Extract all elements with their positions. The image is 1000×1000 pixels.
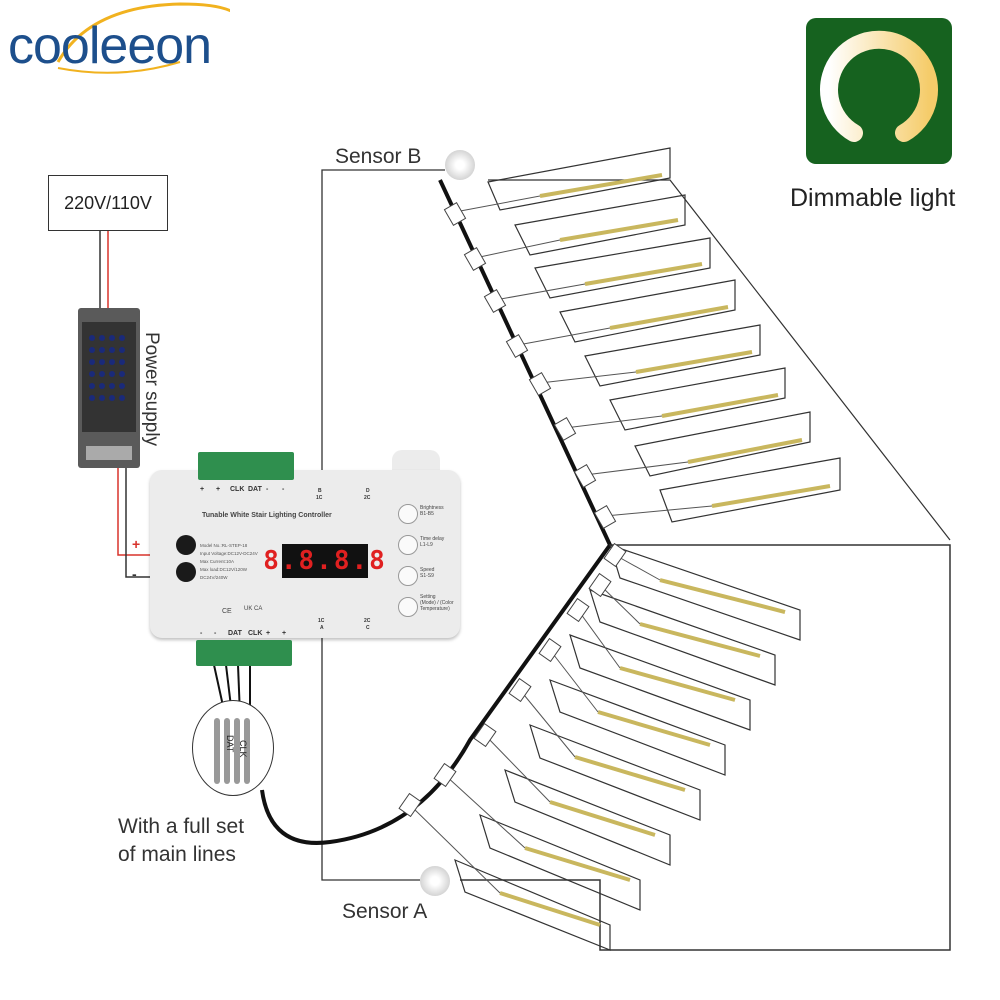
time-delay-button[interactable]	[398, 535, 418, 555]
sensor-a-icon	[420, 866, 450, 896]
minus-sign: -	[132, 566, 137, 582]
button-sub: B1-B5	[420, 511, 434, 517]
sensor-b-label: Sensor B	[335, 145, 422, 168]
port-label-1c: 1C	[316, 495, 323, 501]
button-label: Setting	[420, 594, 436, 600]
logo-swoosh	[56, 2, 230, 74]
time-delay-button-label: Time delay L1-L9	[420, 536, 444, 548]
wire-label-dat: DAT	[225, 735, 235, 753]
bottom-terminal-label-5: +	[266, 630, 271, 637]
port-label-2c: 2C	[364, 495, 371, 501]
bottom-port-label-c: C	[366, 625, 370, 631]
button-sub: (Mode) / (Color Temperature)	[420, 600, 454, 612]
button-label: Brightness	[420, 505, 444, 511]
setting-button[interactable]	[398, 597, 418, 617]
button-sub: L1-L9	[420, 542, 433, 548]
controller-specs: Model No.:RL-STEP-18 Input Voltage:DC12V…	[200, 542, 258, 582]
plus-sign: +	[132, 536, 141, 552]
spec-line: Input Voltage:DC12V-DC24V	[200, 551, 258, 556]
button-label: Time delay	[420, 536, 445, 542]
wire-bundle-callout	[192, 700, 274, 796]
speed-button-label: Speed S1-S9	[420, 567, 434, 579]
ac-input-box: 220V/110V	[48, 175, 168, 231]
mainlines-label-2: of main lines	[118, 843, 236, 866]
power-supply-unit	[78, 308, 140, 468]
sensor-b-icon	[445, 150, 475, 180]
bottom-terminal-label-4: CLK	[248, 630, 263, 637]
top-terminal-label-6: -	[282, 486, 285, 493]
spec-line: Max Current:10A	[200, 559, 235, 564]
bottom-port-label-a: A	[320, 625, 324, 631]
brightness-button[interactable]	[398, 504, 418, 524]
bottom-terminal-label-1: -	[200, 630, 203, 637]
ukca-mark: UK CA	[244, 606, 263, 612]
ce-mark: CE	[222, 608, 232, 615]
dimmable-light-icon	[806, 18, 952, 164]
spec-line: Max load:DC12V/120W	[200, 567, 248, 572]
button-sub: S1-S9	[420, 573, 434, 579]
speed-button[interactable]	[398, 566, 418, 586]
setting-button-label: Setting (Mode) / (Color Temperature)	[420, 594, 462, 612]
button-label: Speed	[420, 567, 435, 573]
mainlines-label-1: With a full set	[118, 815, 245, 838]
wire-label-clk: CLK	[238, 740, 248, 758]
mode-knob[interactable]	[176, 562, 196, 582]
bottom-terminal-label-2: -	[214, 630, 217, 637]
bottom-terminal-label-6: +	[282, 630, 287, 637]
power-supply-label: Power supply	[141, 332, 162, 447]
spec-line: Model No.:RL-STEP-18	[200, 543, 248, 548]
controller-title: Tunable White Stair Lighting Controller	[202, 512, 332, 519]
brightness-knob[interactable]	[176, 535, 196, 555]
top-terminal-block	[198, 452, 294, 480]
brand-logo: cooleeon	[8, 17, 212, 75]
top-terminal-label-4: DAT	[248, 486, 262, 493]
sensor-a-label: Sensor A	[342, 900, 428, 923]
port-label-d: D	[366, 488, 370, 494]
bottom-terminal-block	[196, 640, 292, 666]
top-terminal-label-3: CLK	[230, 486, 245, 493]
dimmable-light-label: Dimmable light	[790, 184, 956, 212]
spec-line: DC24V/240W	[200, 575, 228, 580]
brightness-button-label: Brightness B1-B5	[420, 505, 444, 517]
top-terminal-label-1: +	[200, 486, 205, 493]
top-terminal-label-5: -	[266, 486, 269, 493]
led-segment-display: 8.8.8.8	[263, 544, 387, 578]
bottom-port-label-1c: 1C	[318, 618, 325, 624]
top-terminal-label-2: +	[216, 486, 221, 493]
bottom-port-label-2c: 2C	[364, 618, 371, 624]
port-label-b: B	[318, 488, 322, 494]
bottom-terminal-label-3: DAT	[228, 630, 242, 637]
